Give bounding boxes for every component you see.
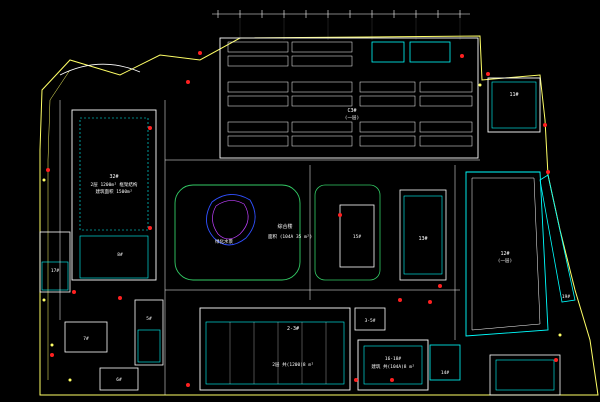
label-bottom-left2: 5# — [146, 316, 152, 322]
right-mid-block-13: 13# — [399, 189, 447, 281]
label-center-area-dims: 面积 (104A 35 m²) — [268, 233, 312, 240]
label-mid-block: 15# — [353, 234, 361, 240]
label-top-block-sub: (一层) — [345, 115, 359, 121]
top-axis-ticks — [212, 10, 470, 18]
label-top-right: 11# — [509, 92, 518, 98]
center-garden: 绿化水景 综合楼 面积 (104A 35 m²) — [174, 184, 312, 281]
label-bottom-left3: 6# — [116, 377, 122, 383]
label-left-small: 8# — [117, 252, 123, 258]
label-bottom-right-note: 建筑 共(104A)8 m² — [371, 363, 414, 370]
top-right-block: 11# — [487, 77, 541, 133]
right-edge-strip — [539, 174, 576, 303]
right-large-block: 12# (一层) — [465, 171, 549, 337]
label-bottom-corner: 17# — [51, 268, 59, 274]
label-bottom-small: 3-5# — [365, 318, 376, 324]
label-bottom-center-note: 2层 共(1200)8 m² — [272, 361, 314, 368]
site-boundary-inner — [47, 69, 71, 380]
label-bottom-center: 2-3# — [287, 326, 299, 332]
left-block: 32# 2层 1200m² 框架结构 建筑面积 1500m² 8# — [71, 109, 157, 281]
label-bottom-left1: 7# — [83, 336, 89, 342]
mid-block-15: 15# — [314, 184, 381, 281]
roads — [59, 100, 480, 395]
label-left-note2: 建筑面积 1500m² — [96, 188, 133, 195]
label-right-large-sub: (一层) — [498, 258, 512, 264]
label-top-block: C3# — [347, 108, 356, 114]
label-center-water: 绿化水景 — [215, 238, 233, 245]
label-right-large: 12# — [500, 251, 509, 257]
top-block-c3: C3# (一层) — [219, 37, 479, 159]
site-boundary — [39, 35, 599, 396]
label-right-mid: 13# — [418, 236, 427, 242]
far-right-bottom-block: 14# — [429, 344, 561, 396]
label-far-right-bottom: 14# — [441, 370, 449, 376]
bottom-right-block: 16-18# 建筑 共(104A)8 m² — [357, 339, 429, 391]
left-strip-inner — [41, 261, 69, 291]
label-left-note1: 2层 1200m² 框架结构 — [91, 181, 138, 188]
label-right-edge: 19# — [562, 294, 570, 300]
label-left-block: 32# — [109, 174, 118, 180]
yellow-dots — [42, 83, 562, 382]
red-markers — [46, 51, 558, 387]
north-curve — [59, 63, 141, 76]
bottom-left-blocks: 7# 5# 6# 17# — [51, 268, 164, 391]
label-bottom-right: 16-18# — [385, 356, 402, 362]
left-strip-block — [39, 231, 71, 293]
bottom-small-block: 3-5# — [354, 307, 386, 331]
label-center-area-title: 综合楼 — [277, 223, 292, 230]
bottom-center-block: 2-3# 2层 共(1200)8 m² — [199, 307, 351, 391]
